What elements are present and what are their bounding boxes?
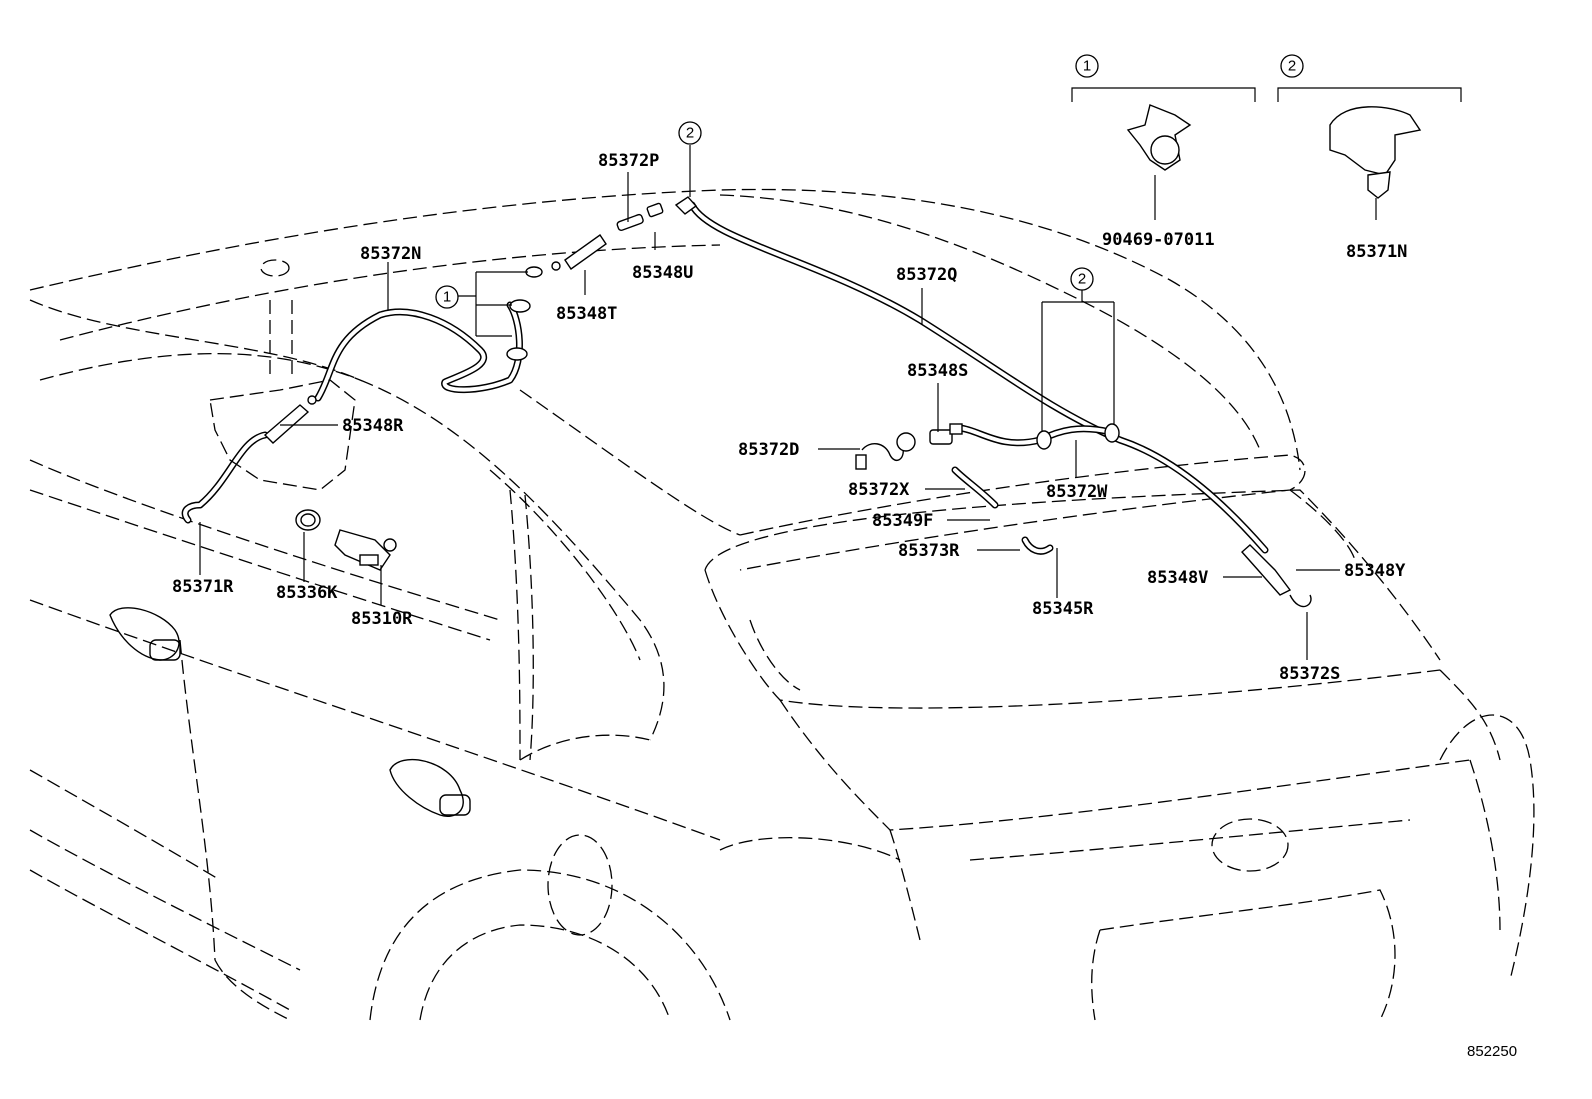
grommet-85336K: [295, 509, 321, 531]
label-85348U: 85348U: [632, 263, 693, 283]
washer-hose-left: [181, 301, 523, 524]
connector-85348T: [551, 234, 607, 271]
legend-clip-2: 2 85371N: [1277, 54, 1462, 262]
legend-marker-1-label: 1: [1083, 58, 1091, 75]
callout-marker-1: 1: [435, 285, 459, 309]
callout-marker-2-right: 2: [1070, 267, 1094, 291]
label-85348Y: 85348Y: [1344, 561, 1406, 581]
tank-area: [209, 259, 356, 491]
label-85372P: 85372P: [598, 151, 659, 171]
legend-marker-2-label: 2: [1288, 58, 1296, 75]
label-85372N: 85372N: [360, 244, 421, 264]
vehicle-outline: [29, 188, 1535, 1021]
legend-marker-1: [1075, 54, 1099, 78]
leader-lines: [199, 145, 1340, 660]
label-85310R: 85310R: [351, 609, 413, 629]
nozzle-85348S: [929, 423, 963, 445]
legend-clip-1: 1 90469-07011: [1071, 54, 1256, 250]
label-85348S: 85348S: [907, 361, 968, 381]
callout-marker-2-top: 2: [678, 121, 702, 145]
svg-text:1: 1: [443, 289, 451, 306]
label-85345R: 85345R: [1032, 599, 1094, 619]
label-85371R: 85371R: [172, 577, 234, 597]
svg-text:2: 2: [686, 125, 694, 142]
label-85349F: 85349F: [872, 511, 933, 531]
connector-85372P: [616, 196, 698, 231]
legend-part-85371N: 85371N: [1346, 242, 1407, 262]
legend-marker-2: [1280, 54, 1304, 78]
svg-text:2: 2: [1078, 271, 1086, 288]
connector-85348R: [263, 395, 317, 444]
label-85372X: 85372X: [848, 480, 910, 500]
part-labels: 85372P 85372N 85348U 85348T 85372Q 85348…: [172, 151, 1406, 684]
pump-85310R: [334, 529, 397, 571]
label-85336K: 85336K: [276, 583, 338, 603]
washer-hose-roof: [688, 201, 1269, 555]
label-85372Q: 85372Q: [896, 265, 957, 285]
diagram-id: 852250: [1467, 1043, 1517, 1060]
label-85373R: 85373R: [898, 541, 960, 561]
label-85348T: 85348T: [556, 304, 617, 324]
clip-ring-1: [506, 266, 1120, 450]
legend-part-90469-07011: 90469-07011: [1102, 230, 1215, 250]
label-85372W: 85372W: [1046, 482, 1108, 502]
connector-85348V: [1241, 544, 1312, 608]
label-85348R: 85348R: [342, 416, 404, 436]
label-85348V: 85348V: [1147, 568, 1208, 588]
label-85372D: 85372D: [738, 440, 799, 460]
label-85372S: 85372S: [1279, 664, 1340, 684]
nozzle-85372D: [855, 432, 916, 470]
